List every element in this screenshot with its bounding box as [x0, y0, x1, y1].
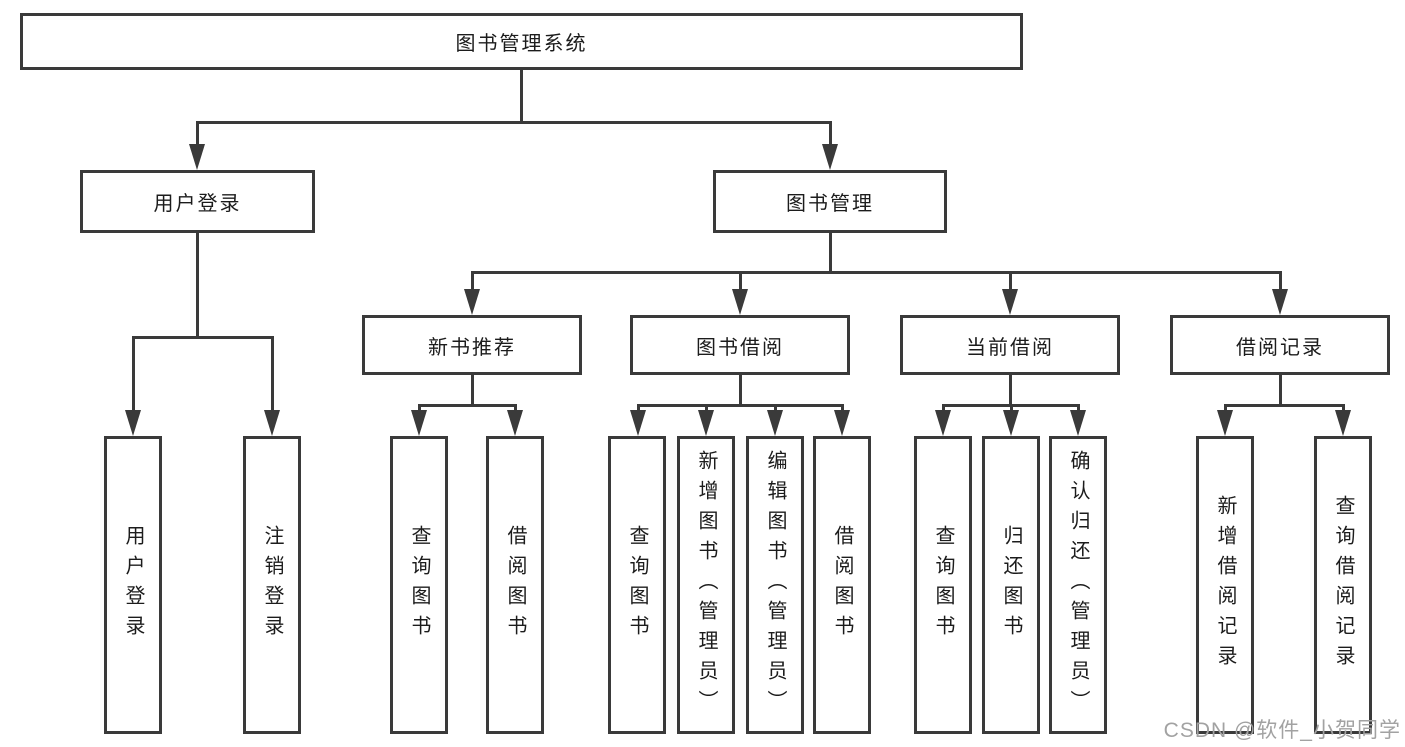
- node-leaf-query-books-borrow: 查询图书: [608, 436, 666, 734]
- node-leaf-borrow-books: 借阅图书: [813, 436, 871, 734]
- arrow-down-icon: [411, 410, 427, 436]
- node-label: 借阅图书: [504, 525, 526, 645]
- connector-line: [132, 337, 135, 412]
- connector-line: [471, 272, 474, 291]
- node-label: 新增图书（管理员）: [695, 450, 717, 720]
- node-label: 图书借阅: [696, 336, 784, 359]
- connector-line: [1342, 405, 1345, 412]
- connector-line: [1279, 272, 1282, 291]
- arrow-down-icon: [264, 410, 280, 436]
- node-leaf-add-book-admin: 新增图书（管理员）: [677, 436, 735, 734]
- node-leaf-return-book: 归还图书: [982, 436, 1040, 734]
- connector-line: [1010, 405, 1013, 412]
- node-user-login: 用户登录: [80, 170, 315, 233]
- node-label: 归还图书: [1000, 525, 1022, 645]
- node-label: 图书管理: [786, 193, 874, 215]
- watermark: CSDN @软件_小贺同学: [1163, 719, 1401, 742]
- node-leaf-query-books-current: 查询图书: [914, 436, 972, 734]
- node-leaf-query-borrow-record: 查询借阅记录: [1314, 436, 1372, 734]
- node-label: 查询图书: [932, 525, 954, 645]
- connector-line: [739, 272, 742, 291]
- arrow-down-icon: [630, 410, 646, 436]
- arrow-down-icon: [834, 410, 850, 436]
- connector-line: [196, 233, 199, 337]
- connector-line: [132, 336, 274, 339]
- node-label: 查询借阅记录: [1332, 495, 1354, 675]
- node-leaf-confirm-return-admin: 确认归还（管理员）: [1049, 436, 1107, 734]
- node-leaf-logout: 注销登录: [243, 436, 301, 734]
- connector-line: [705, 405, 708, 412]
- connector-line: [942, 405, 945, 412]
- arrow-down-icon: [1002, 289, 1018, 315]
- connector-line: [942, 404, 1080, 407]
- node-label: 新书推荐: [428, 336, 516, 359]
- connector-line: [271, 337, 274, 412]
- node-borrowing-records: 借阅记录: [1170, 315, 1390, 375]
- arrow-down-icon: [1003, 410, 1019, 436]
- connector-line: [1224, 405, 1227, 412]
- arrow-down-icon: [767, 410, 783, 436]
- arrow-down-icon: [1335, 410, 1351, 436]
- node-book-management: 图书管理: [713, 170, 947, 233]
- node-label: 查询图书: [626, 525, 648, 645]
- arrow-down-icon: [189, 144, 205, 170]
- node-leaf-borrow-books-recommend: 借阅图书: [486, 436, 544, 734]
- connector-line: [1009, 375, 1012, 405]
- node-label: 用户登录: [122, 525, 144, 645]
- node-label: 用户登录: [153, 193, 242, 215]
- node-label: 新增借阅记录: [1214, 495, 1236, 675]
- connector-line: [418, 405, 421, 412]
- arrow-down-icon: [935, 410, 951, 436]
- node-leaf-user-login: 用户登录: [104, 436, 162, 734]
- connector-line: [471, 271, 1282, 274]
- connector-line: [774, 405, 777, 412]
- connector-line: [520, 70, 523, 122]
- connector-line: [196, 122, 199, 146]
- connector-line: [196, 121, 832, 124]
- arrow-down-icon: [1272, 289, 1288, 315]
- node-current-borrowing: 当前借阅: [900, 315, 1120, 375]
- connector-line: [637, 404, 844, 407]
- arrow-down-icon: [698, 410, 714, 436]
- arrow-down-icon: [1070, 410, 1086, 436]
- connector-line: [418, 404, 517, 407]
- arrow-down-icon: [822, 144, 838, 170]
- node-label: 查询图书: [408, 525, 430, 645]
- connector-line: [1009, 272, 1012, 291]
- node-label: 当前借阅: [966, 336, 1054, 359]
- node-label: 注销登录: [261, 525, 283, 645]
- connector-line: [1279, 375, 1282, 405]
- node-label: 编辑图书（管理员）: [764, 450, 786, 720]
- connector-line: [841, 405, 844, 412]
- node-label: 借阅图书: [831, 525, 853, 645]
- node-book-borrowing: 图书借阅: [630, 315, 850, 375]
- arrow-down-icon: [125, 410, 141, 436]
- arrow-down-icon: [464, 289, 480, 315]
- arrow-down-icon: [1217, 410, 1233, 436]
- connector-line: [471, 375, 474, 405]
- connector-line: [739, 375, 742, 405]
- connector-line: [829, 233, 832, 272]
- node-new-book-recommendation: 新书推荐: [362, 315, 582, 375]
- node-label: 图书管理系统: [455, 33, 588, 55]
- node-label: 确认归还（管理员）: [1067, 450, 1089, 720]
- node-leaf-add-borrow-record: 新增借阅记录: [1196, 436, 1254, 734]
- connector-line: [637, 405, 640, 412]
- connector-line: [829, 122, 832, 146]
- arrow-down-icon: [732, 289, 748, 315]
- arrow-down-icon: [507, 410, 523, 436]
- node-leaf-edit-book-admin: 编辑图书（管理员）: [746, 436, 804, 734]
- connector-line: [1224, 404, 1345, 407]
- connector-line: [514, 405, 517, 412]
- node-label: 借阅记录: [1236, 336, 1324, 359]
- node-leaf-query-books-recommend: 查询图书: [390, 436, 448, 734]
- connector-line: [1077, 405, 1080, 412]
- node-library-management-system: 图书管理系统: [20, 13, 1023, 70]
